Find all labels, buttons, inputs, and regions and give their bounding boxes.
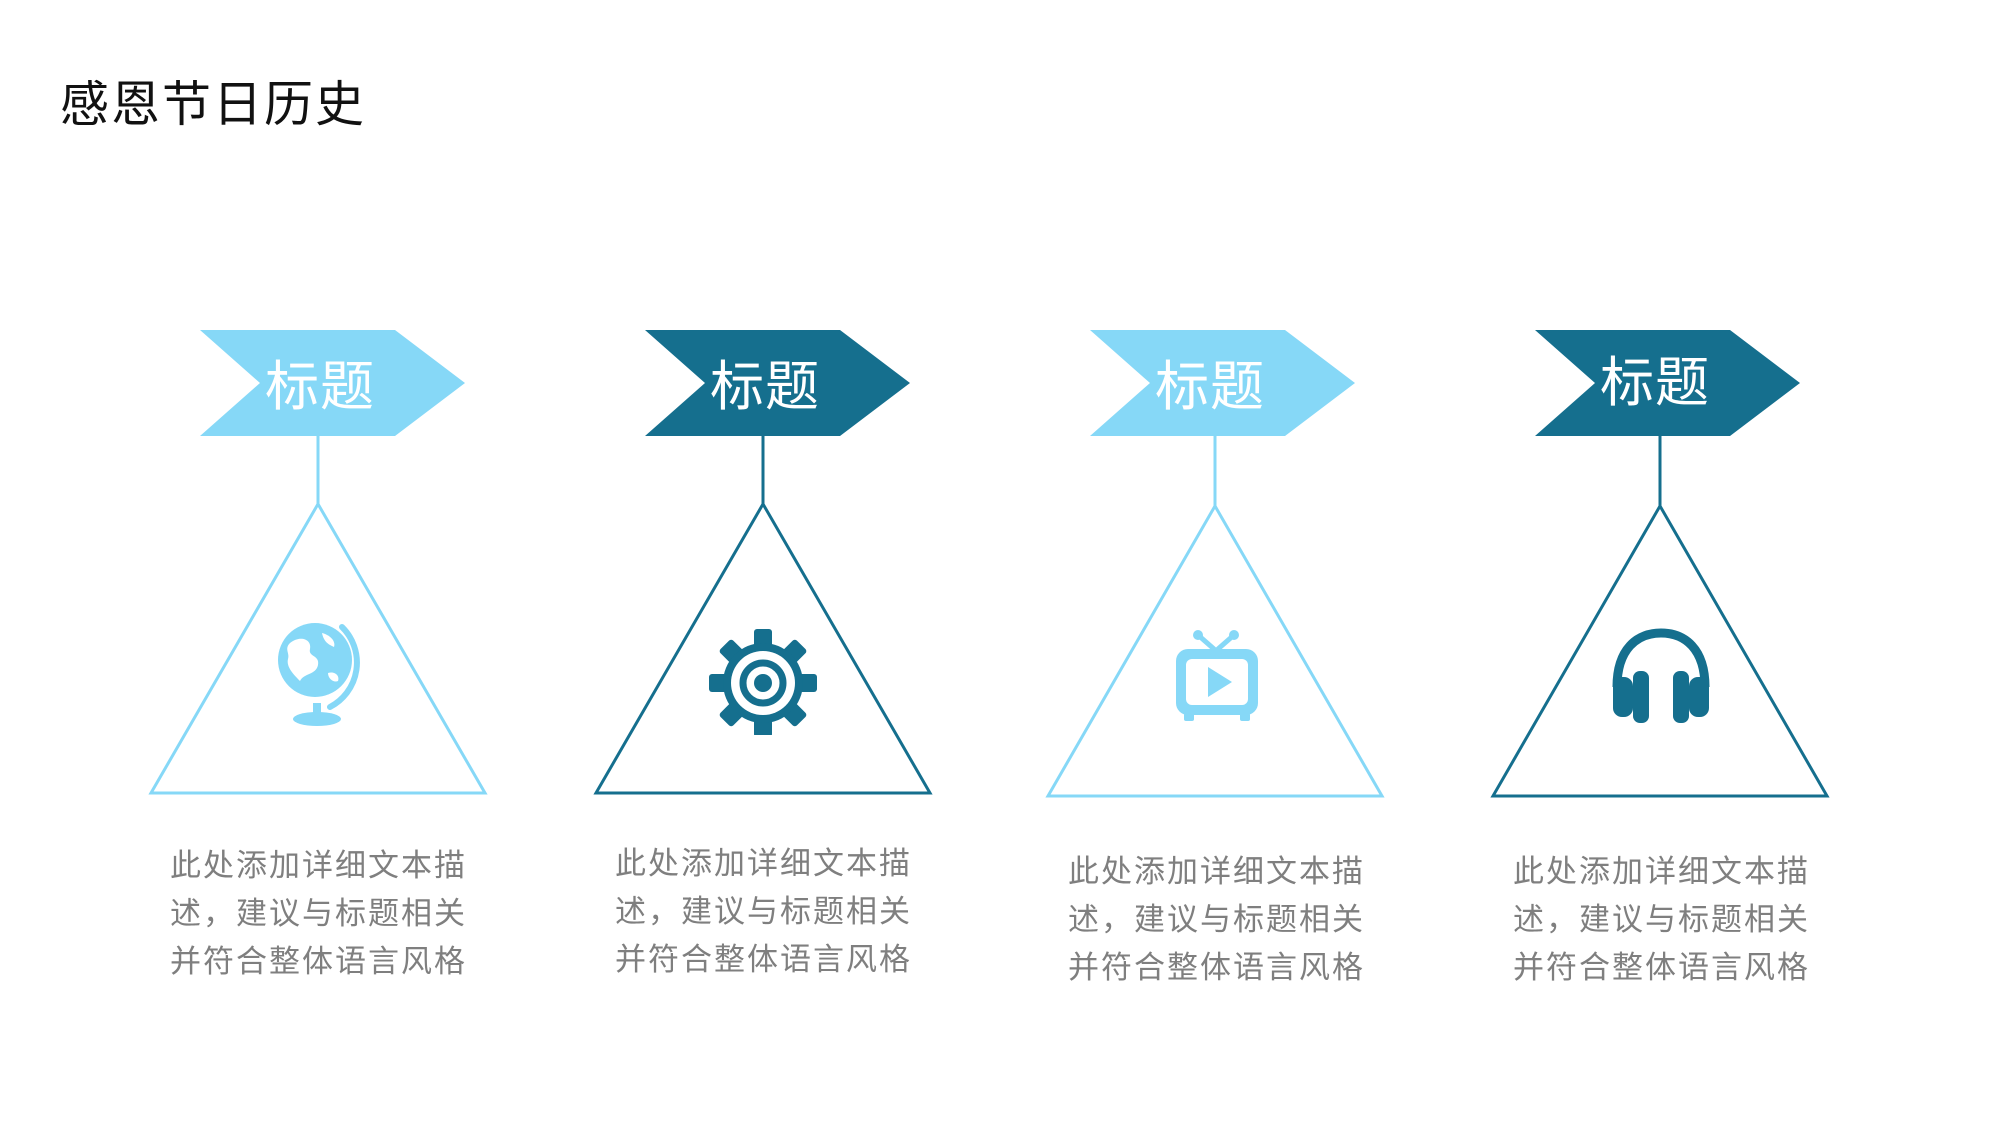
gear-icon — [705, 615, 825, 735]
card-1-description: 此处添加详细文本描 述，建议与标题相关 并符合整体语言风格 — [170, 848, 467, 980]
card-1-banner — [200, 330, 465, 436]
card-4-shape — [1490, 330, 1830, 798]
card-2-shape — [593, 330, 933, 795]
card-1-shape — [148, 330, 488, 795]
card-4-banner — [1535, 330, 1800, 436]
card-4-description: 此处添加详细文本描 述，建议与标题相关 并符合整体语言风格 — [1513, 854, 1810, 986]
card-2-triangle — [593, 501, 933, 795]
card-1-triangle — [148, 501, 488, 795]
card-4: 标题 此处添加详细文本描 述，建议与标题相关 并符合整体语言风格 — [1475, 0, 1835, 1126]
card-3-shape — [1045, 330, 1385, 798]
card-4-triangle — [1490, 502, 1830, 798]
page-title: 感恩节日历史 — [60, 76, 367, 133]
headphones-icon — [1603, 615, 1723, 735]
card-3-title: 标题 — [1155, 355, 1265, 418]
tv-play-icon — [1158, 615, 1278, 735]
card-3-description: 此处添加详细文本描 述，建议与标题相关 并符合整体语言风格 — [1068, 854, 1365, 986]
card-3: 标题 此处添加详细文本描 述，建议与标题相关 并符合整体语言风格 — [1030, 0, 1390, 1126]
card-2: 标题 — [585, 0, 945, 1126]
card-3-triangle — [1045, 502, 1385, 798]
card-1: 标题 此处添加详细文本描 述，建议与标题相关 并符合整体语言风格 — [140, 0, 500, 1126]
card-2-description: 此处添加详细文本描 述，建议与标题相关 并符合整体语言风格 — [615, 846, 912, 978]
card-1-title: 标题 — [265, 355, 375, 418]
card-4-title: 标题 — [1600, 351, 1710, 414]
card-2-title: 标题 — [710, 355, 820, 418]
globe-icon — [260, 615, 380, 735]
card-3-banner — [1090, 330, 1355, 436]
card-2-banner — [645, 330, 910, 436]
